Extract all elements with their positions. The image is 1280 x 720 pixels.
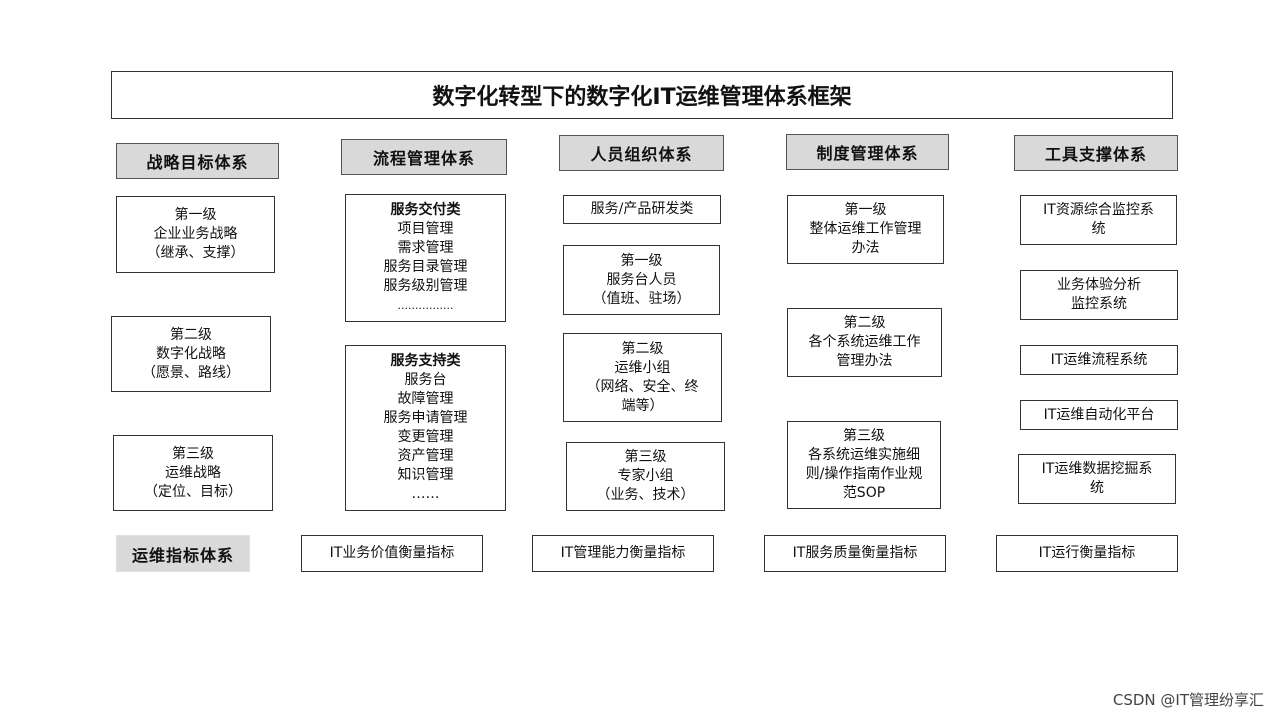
process-support-item: 服务申请管理 <box>383 410 468 426</box>
process-delivery-item: 项目管理 <box>397 221 454 237</box>
process-delivery-item: 服务目录管理 <box>383 259 468 275</box>
strategy-level2-line: （愿景、路线） <box>142 364 240 381</box>
strategy-level2-box: 第二级 数字化战略 （愿景、路线） <box>111 316 271 392</box>
policy-level3-line: 第三级 <box>843 428 885 444</box>
policy-level1-line: 办法 <box>851 240 880 256</box>
metric-label: IT运行衡量指标 <box>1038 545 1136 561</box>
header-process: 流程管理体系 <box>341 139 507 175</box>
metric-label: IT服务质量衡量指标 <box>792 545 918 561</box>
process-delivery-item: 服务级别管理 <box>383 278 468 294</box>
process-support-item: 故障管理 <box>397 391 454 407</box>
process-support-heading: 服务支持类 <box>390 353 461 369</box>
tools-item-box: IT运维流程系统 <box>1020 345 1178 375</box>
tools-item-box: IT运维自动化平台 <box>1020 400 1178 430</box>
tools-item-line: IT资源综合监控系 <box>1043 202 1154 218</box>
people-level3-line: 第三级 <box>624 449 667 465</box>
tools-item-line: IT运维流程系统 <box>1050 351 1148 368</box>
policy-level2-line: 管理办法 <box>836 353 893 369</box>
policy-level2-box: 第二级 各个系统运维工作 管理办法 <box>787 308 942 377</box>
process-support-item: …… <box>411 486 440 502</box>
people-level2-box: 第二级 运维小组 （网络、安全、终 端等） <box>563 333 722 422</box>
process-delivery-heading: 服务交付类 <box>390 202 461 218</box>
process-delivery-box: 服务交付类 项目管理 需求管理 服务目录管理 服务级别管理 ..........… <box>345 194 506 322</box>
tools-item-line: IT运维数据挖掘系 <box>1041 461 1153 477</box>
policy-level3-line: 各系统运维实施细 <box>808 447 920 463</box>
metric-box: IT运行衡量指标 <box>996 535 1178 572</box>
tools-item-line: IT运维自动化平台 <box>1043 406 1155 423</box>
strategy-level2-line: 第二级 <box>170 326 212 343</box>
people-level3-line: 专家小组 <box>617 468 674 484</box>
strategy-level3-line: 第三级 <box>172 445 214 462</box>
people-level2-line: 端等） <box>621 397 664 414</box>
tools-item-line: 业务体验分析 <box>1057 277 1141 293</box>
policy-level3-box: 第三级 各系统运维实施细 则/操作指南作业规 范SOP <box>787 421 941 509</box>
metrics-header: 运维指标体系 <box>116 535 250 572</box>
people-level1-box: 第一级 服务台人员 （值班、驻场） <box>563 245 720 315</box>
tools-item-box: IT运维数据挖掘系 统 <box>1018 454 1176 504</box>
header-policy: 制度管理体系 <box>786 134 949 170</box>
people-level2-line: 第二级 <box>621 340 664 357</box>
header-strategy: 战略目标体系 <box>116 143 279 179</box>
policy-level2-line: 各个系统运维工作 <box>808 334 921 350</box>
people-level1-line: 第一级 <box>620 252 663 269</box>
tools-item-line: 监控系统 <box>1071 296 1127 312</box>
strategy-level2-line: 数字化战略 <box>156 345 226 362</box>
strategy-level1-box: 第一级 企业业务战略 （继承、支撑） <box>116 196 275 273</box>
process-delivery-item: ................ <box>397 299 454 312</box>
tools-item-line: 统 <box>1090 480 1104 496</box>
metric-box: IT业务价值衡量指标 <box>301 535 483 572</box>
diagram-title: 数字化转型下的数字化IT运维管理体系框架 <box>111 71 1173 119</box>
people-level3-line: （业务、技术） <box>596 487 695 503</box>
people-rd-box: 服务/产品研发类 <box>563 195 721 224</box>
process-support-item: 知识管理 <box>397 467 454 483</box>
header-tools: 工具支撑体系 <box>1014 135 1178 171</box>
tools-item-box: 业务体验分析 监控系统 <box>1020 270 1178 320</box>
strategy-level1-line: 企业业务战略 <box>153 226 238 242</box>
people-rd-label: 服务/产品研发类 <box>590 201 694 217</box>
policy-level2-line: 第二级 <box>843 315 886 331</box>
process-support-item: 资产管理 <box>397 448 454 464</box>
tools-item-box: IT资源综合监控系 统 <box>1020 195 1177 245</box>
people-level3-box: 第三级 专家小组 （业务、技术） <box>566 442 725 511</box>
people-level1-line: （值班、驻场） <box>592 290 691 307</box>
metric-box: IT管理能力衡量指标 <box>532 535 714 572</box>
process-support-item: 服务台 <box>404 372 447 388</box>
people-level2-line: 运维小组 <box>614 359 671 376</box>
process-delivery-item: 需求管理 <box>397 240 454 256</box>
metric-label: IT管理能力衡量指标 <box>560 545 686 561</box>
strategy-level3-box: 第三级 运维战略 （定位、目标） <box>113 435 273 511</box>
policy-level3-line: 范SOP <box>842 485 886 501</box>
people-level1-line: 服务台人员 <box>606 271 677 288</box>
policy-level3-line: 则/操作指南作业规 <box>805 466 923 482</box>
strategy-level3-line: （定位、目标） <box>144 483 242 500</box>
strategy-level1-line: （继承、支撑） <box>146 245 245 261</box>
process-support-item: 变更管理 <box>397 429 454 445</box>
watermark: CSDN @IT管理纷享汇 <box>1112 691 1264 709</box>
strategy-level3-line: 运维战略 <box>165 464 221 481</box>
policy-level1-line: 整体运维工作管理 <box>809 221 922 237</box>
people-level2-line: （网络、安全、终 <box>586 378 699 395</box>
process-support-box: 服务支持类 服务台 故障管理 服务申请管理 变更管理 资产管理 知识管理 …… <box>345 345 506 511</box>
tools-item-line: 统 <box>1091 221 1106 237</box>
strategy-level1-line: 第一级 <box>174 207 217 223</box>
policy-level1-line: 第一级 <box>844 202 887 218</box>
header-people: 人员组织体系 <box>559 135 724 171</box>
metric-box: IT服务质量衡量指标 <box>764 535 946 572</box>
policy-level1-box: 第一级 整体运维工作管理 办法 <box>787 195 944 264</box>
metric-label: IT业务价值衡量指标 <box>329 545 455 561</box>
